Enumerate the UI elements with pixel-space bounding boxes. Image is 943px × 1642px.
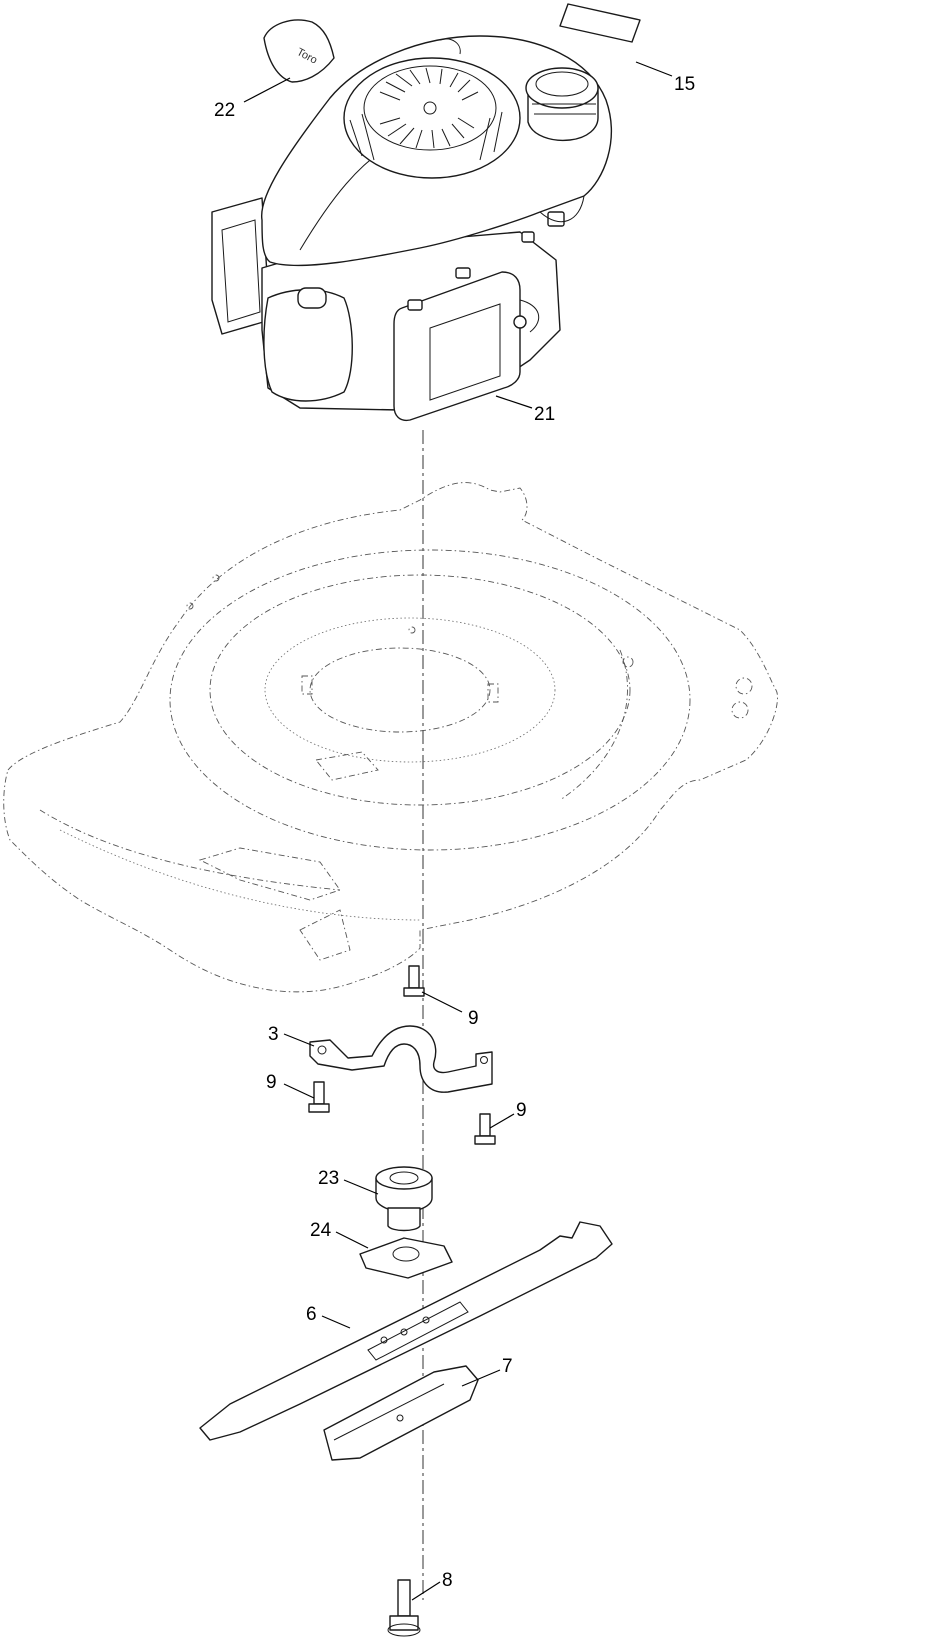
leader-9-right: [489, 1113, 515, 1129]
blade-bracket: [309, 1025, 493, 1093]
callout-9-left: 9: [266, 1072, 277, 1093]
callout-3: 3: [268, 1024, 279, 1045]
blade-stiffener-plate: [323, 1365, 479, 1461]
callout-21: 21: [534, 404, 555, 425]
leader-24: [335, 1231, 369, 1249]
leader-3: [283, 1033, 315, 1047]
leader-9-left: [283, 1083, 315, 1099]
callout-22: 22: [214, 100, 235, 121]
bracket-hole-left: [317, 1045, 327, 1055]
bolt-9-left: [308, 1081, 330, 1113]
bolt-9-right: [474, 1113, 496, 1145]
leader-9-top: [421, 991, 463, 1013]
callout-8: 8: [442, 1570, 453, 1591]
recoil-starter-cover: [343, 57, 521, 179]
blade-support-plate: [359, 1237, 453, 1279]
mower-deck-ghost: [3, 482, 778, 993]
leader-7: [461, 1369, 501, 1387]
oil-filler-cap: [525, 67, 599, 142]
blade-bolt: [387, 1579, 421, 1637]
leader-23: [343, 1179, 379, 1195]
blade-adapter: [375, 1166, 433, 1232]
mower-blade: [199, 1221, 613, 1441]
decal-flap: Toro: [263, 19, 461, 83]
air-filter-cover: [393, 271, 521, 422]
leader-6: [321, 1315, 351, 1329]
leader-15: [635, 61, 673, 77]
engine-assembly: Toro: [211, 19, 612, 422]
callout-6: 6: [306, 1304, 317, 1325]
callout-24: 24: [310, 1220, 332, 1241]
callout-9-top: 9: [468, 1008, 479, 1029]
bracket-hole-right: [480, 1056, 488, 1064]
callout-7: 7: [502, 1356, 513, 1377]
bolt-9-top: [403, 965, 425, 997]
label-decal: [559, 3, 641, 43]
leader-22: [243, 77, 291, 103]
starter-vent-slots: [349, 67, 503, 161]
callout-23: 23: [318, 1168, 339, 1189]
callout-9-right: 9: [516, 1100, 527, 1121]
leader-8: [411, 1581, 441, 1601]
leader-21: [495, 395, 533, 409]
callout-15: 15: [674, 74, 695, 95]
